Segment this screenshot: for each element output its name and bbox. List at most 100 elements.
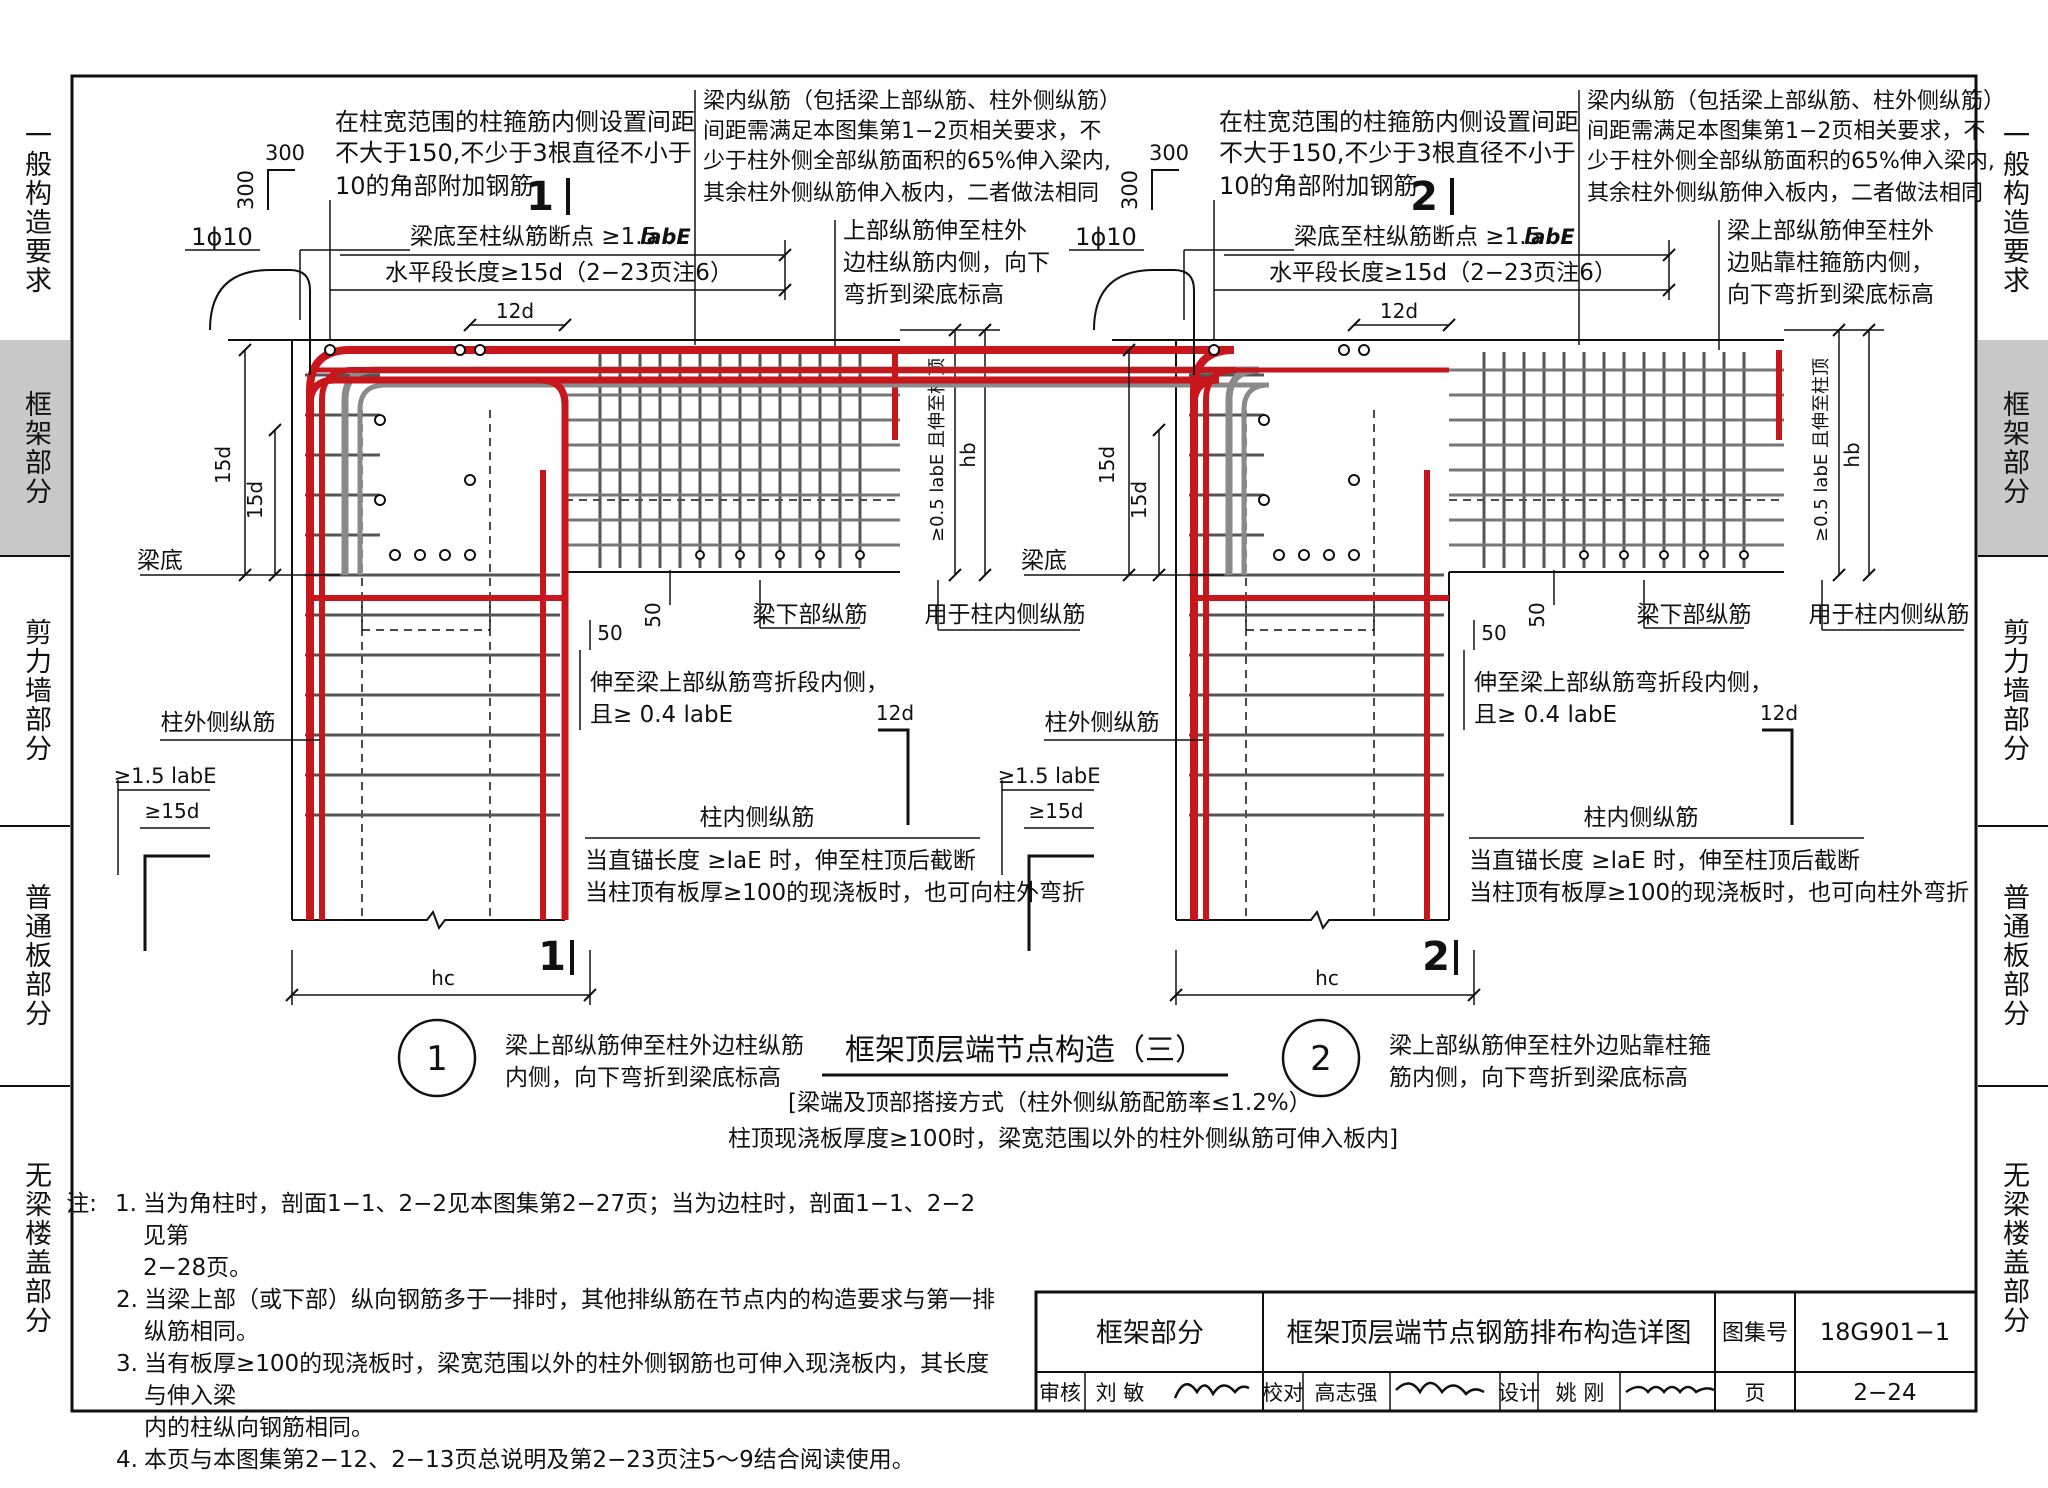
- gray-corner-bar: [760, 382, 1270, 575]
- bar-dot: [1208, 344, 1220, 356]
- left-tab-3[interactable]: 普通板部分: [20, 882, 51, 1028]
- corner-bar-leader: [1093, 269, 1195, 375]
- column-break: [292, 909, 565, 931]
- bar-dot: [1659, 550, 1669, 560]
- dim-tick: [1832, 568, 1846, 582]
- tb-check-label: 校对: [1262, 1381, 1304, 1405]
- bar-dot: [735, 550, 745, 560]
- dim-hb: hb: [1840, 442, 1864, 467]
- dim-12d-hook: 12d: [1760, 701, 1798, 725]
- top-bar-note-line: 上部纵筋伸至柱外: [843, 218, 1027, 244]
- bar-dot: [1258, 414, 1270, 426]
- gray-corner-bar: [357, 382, 760, 575]
- dim-tick: [1442, 318, 1456, 332]
- detail-number: 1: [426, 1039, 448, 1079]
- note-4: 4.本页与本图集第2−12、2−13页总说明及第2−23页注5～9结合阅读使用。: [116, 1447, 915, 1473]
- bar-dot: [389, 549, 401, 561]
- tb-title: 框架顶层端节点钢筋排布构造详图: [1287, 1318, 1692, 1349]
- left-tab-divider: [0, 555, 70, 557]
- inner-note-line: 当柱顶有板厚≥100的现浇板时，也可向柱外弯折: [1469, 880, 1969, 906]
- right-tab-1[interactable]: 框架部分: [1978, 340, 2048, 555]
- dim-labE: labE: [640, 225, 691, 249]
- hook-12d: [1762, 728, 1794, 825]
- red-outer-column-bar: [306, 346, 785, 920]
- center-subtitle-2: 柱顶现浇板厚度≥100时，梁宽范围以外的柱外侧纵筋可伸入板内]: [728, 1126, 1398, 1152]
- section-mark-bottom: 2: [1422, 934, 1450, 980]
- right-tab-4[interactable]: 无梁楼盖部分: [1998, 1161, 2029, 1335]
- bar-dot: [1619, 550, 1629, 560]
- left-tab-divider: [0, 825, 70, 827]
- section-mark-top: 2: [1410, 174, 1438, 220]
- bar-dot: [1579, 550, 1589, 560]
- dim-tick: [1122, 343, 1136, 357]
- dim-hc: hc: [1315, 966, 1339, 990]
- dim-hc: hc: [431, 966, 455, 990]
- tb-design-label: 设计: [1498, 1381, 1540, 1405]
- dim-ge15labE: ≥1.5 labE: [114, 764, 217, 788]
- tb-atlas-label: 图集号: [1722, 1321, 1788, 1346]
- dim-ge15d: ≥15d: [145, 799, 200, 823]
- tb-designer-signature: [1625, 1385, 1715, 1394]
- beam-top-note-line: 间距需满足本图集第1−2页相关要求，不: [1587, 119, 1985, 144]
- dim-50: 50: [641, 602, 665, 627]
- tb-page-no: 2−24: [1853, 1380, 1916, 1406]
- tb-atlas-no: 18G901−1: [1820, 1318, 1950, 1346]
- inner-column-bars-label: 柱内侧纵筋: [1584, 805, 1699, 831]
- red-hoop: [539, 376, 1220, 920]
- note-2: 2.当梁上部（或下部）纵向钢筋多于一排时，其他排纵筋在节点内的构造要求与第一排纵…: [116, 1287, 995, 1345]
- dim-300: 300: [1149, 141, 1189, 165]
- bar-dot: [454, 344, 466, 356]
- beam-top-note-line: 梁内纵筋（包括梁上部纵筋、柱外侧纵筋）: [703, 89, 1121, 114]
- tb-reviewer-signature: [1173, 1383, 1250, 1399]
- bar-dot: [1273, 549, 1285, 561]
- detail-circle: [1281, 1018, 1361, 1098]
- dim-tick: [1152, 423, 1166, 437]
- left-tab-4[interactable]: 无梁楼盖部分: [20, 1161, 51, 1335]
- top-bar-note-line: 边柱纵筋内侧，向下: [843, 250, 1050, 276]
- anchor-note: ≥0.5 labE 且伸至柱顶: [927, 358, 948, 542]
- tb-page-label: 页: [1745, 1381, 1766, 1405]
- left-tab-0[interactable]: 一般构造要求: [20, 121, 51, 295]
- note-1: 注: 1. 当为角柱时，剖面1−1、2−2见本图集第2−27页；当为边柱时，剖面…: [66, 1188, 998, 1284]
- corner-note-line: 在柱宽范围的柱箍筋内侧设置间距: [1219, 108, 1579, 136]
- right-tab-2[interactable]: 剪力墙部分: [1998, 617, 2029, 763]
- bar-dot: [1323, 549, 1335, 561]
- top-bar-note-line: 向下弯折到梁底标高: [1727, 282, 1934, 308]
- bar-dot: [1739, 550, 1749, 560]
- bar-1phi10-label: 1ϕ10: [191, 223, 253, 251]
- extend-note-line: 伸至梁上部纵筋弯折段内侧，: [590, 670, 889, 696]
- center-title: 框架顶层端节点构造（三）: [845, 1033, 1205, 1068]
- left-tab-2[interactable]: 剪力墙部分: [20, 617, 51, 763]
- hook-12d: [878, 728, 910, 825]
- dim-horizontal-length: 水平段长度≥15d（2−23页注6）: [1269, 260, 1617, 286]
- detail-2: 223003001ϕ10在柱宽范围的柱箍筋内侧设置间距不大于150,不少于3根直…: [539, 89, 2005, 1098]
- notes-label: 注:: [66, 1191, 97, 1217]
- extend-note-line: 且≥ 0.4 labE: [590, 702, 733, 728]
- center-subtitle-1: [梁端及顶部搭接方式（柱外侧纵筋配筋率≤1.2%）: [788, 1090, 1312, 1116]
- corner-note-line: 不大于150,不少于3根直径不小于: [335, 139, 692, 167]
- bar-dot: [1298, 549, 1310, 561]
- bar-dot: [374, 414, 386, 426]
- detail-1: 113003001ϕ10在柱宽范围的柱箍筋内侧设置间距不大于150,不少于3根直…: [114, 89, 1121, 1098]
- dim-tick: [1347, 318, 1361, 332]
- dim-horizontal-length: 水平段长度≥15d（2−23页注6）: [385, 260, 733, 286]
- dim-300-vertical: 300: [1118, 170, 1142, 210]
- dim-ge15labE: ≥1.5 labE: [998, 764, 1101, 788]
- dim-tick: [238, 343, 252, 357]
- beam-top-note-line: 其余柱外侧纵筋伸入板内，二者做法相同: [703, 181, 1099, 206]
- extend-note-line: 伸至梁上部纵筋弯折段内侧，: [1474, 670, 1773, 696]
- column-break: [1176, 909, 1449, 931]
- bar-dot: [464, 549, 476, 561]
- right-tab-3[interactable]: 普通板部分: [1998, 882, 2029, 1028]
- beam-bottom-bars-label: 梁下部纵筋: [1637, 602, 1752, 628]
- dim-tick: [268, 423, 282, 437]
- top-bar-note-line: 梁上部纵筋伸至柱外: [1727, 218, 1934, 244]
- beam-top-note-line: 少于柱外侧全部纵筋面积的65%伸入梁内,: [703, 149, 1111, 174]
- left-tab-1[interactable]: 框架部分: [0, 340, 70, 555]
- dim-12d-hook: 12d: [876, 701, 914, 725]
- beam-top-note-line: 间距需满足本图集第1−2页相关要求，不: [703, 119, 1101, 144]
- dim-15d: 15d: [1095, 446, 1119, 484]
- anchor-note: ≥0.5 labE 且伸至柱顶: [1811, 358, 1832, 542]
- inner-bars-use-label: 用于柱内侧纵筋: [925, 602, 1086, 628]
- right-tab-0[interactable]: 一般构造要求: [1998, 121, 2029, 295]
